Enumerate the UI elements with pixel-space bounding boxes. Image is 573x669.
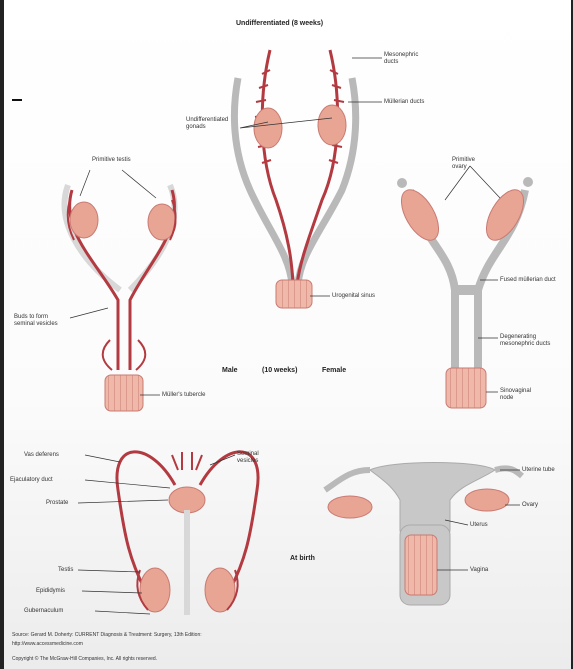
title-undifferentiated: Undifferentiated (8 weeks) (236, 20, 323, 27)
label-mullerian-ducts: Müllerian ducts (384, 99, 424, 106)
label-vas-deferens: Vas deferens (24, 452, 59, 459)
label-epididymis: Epididymis (36, 588, 65, 595)
label-mesonephric-ducts: Mesonephric ducts (384, 52, 434, 66)
label-mullers-tubercle: Müller's tubercle (162, 392, 206, 399)
label-ovary: Ovary (522, 502, 538, 509)
label-ejaculatory-duct: Ejaculatory duct (10, 477, 53, 484)
label-undifferentiated-gonads: Undifferentiated gonads (186, 117, 242, 131)
primitive-ovary-left (394, 184, 446, 246)
label-sinovaginal-node: Sinovaginal node (500, 388, 544, 402)
female-at-birth (325, 463, 522, 606)
source-credit: Source: Gerard M. Doherty: CURRENT Diagn… (12, 632, 202, 638)
label-uterus: Uterus (470, 522, 488, 529)
title-10-weeks: (10 weeks) (262, 367, 297, 374)
primitive-testis-left (70, 202, 98, 238)
label-fused-mullerian-duct: Fused müllerian duct (500, 277, 562, 284)
male-at-birth (78, 452, 258, 615)
prostate (169, 487, 205, 513)
gonad-left (254, 108, 282, 148)
sinovaginal-node (446, 368, 486, 408)
label-testis: Testis (58, 567, 73, 574)
uterine-tube-left (325, 470, 370, 490)
mullers-tubercle (105, 375, 143, 411)
title-at-birth: At birth (290, 555, 315, 562)
vas-deferens-left (117, 452, 175, 590)
label-seminal-vesicles: Seminal vesicles (237, 451, 277, 465)
gonad-right (318, 105, 346, 145)
label-primitive-testis: Primitive testis (92, 157, 131, 164)
label-urogenital-sinus: Urogenital sinus (332, 293, 376, 300)
uterine-tube-right (495, 468, 522, 476)
label-buds-seminal-vesicles: Buds to form seminal vesicles (14, 314, 70, 328)
label-uterine-tube: Uterine tube (522, 467, 555, 474)
label-primitive-ovary: Primitive ovary (452, 157, 486, 171)
label-gubernaculum: Gubernaculum (24, 608, 63, 615)
title-female: Female (322, 367, 346, 374)
label-vagina: Vagina (470, 567, 488, 574)
title-male: Male (222, 367, 238, 374)
ovary-left (328, 496, 372, 518)
urogenital-sinus (276, 280, 312, 308)
source-url: http://www.accessmedicine.com (12, 641, 83, 647)
vagina (405, 535, 437, 595)
vas-deferens-right (200, 452, 258, 590)
label-prostate: Prostate (46, 500, 68, 507)
undifferentiated-stage (234, 50, 382, 308)
label-degenerating-mesonephric: Degenerating mesonephric ducts (500, 334, 562, 348)
mullerian-duct-right (297, 50, 338, 285)
copyright-notice: Copyright © The McGraw-Hill Companies, I… (12, 656, 157, 662)
ovary-right (465, 489, 509, 511)
female-10-weeks (394, 166, 533, 408)
male-10-weeks (65, 170, 176, 411)
